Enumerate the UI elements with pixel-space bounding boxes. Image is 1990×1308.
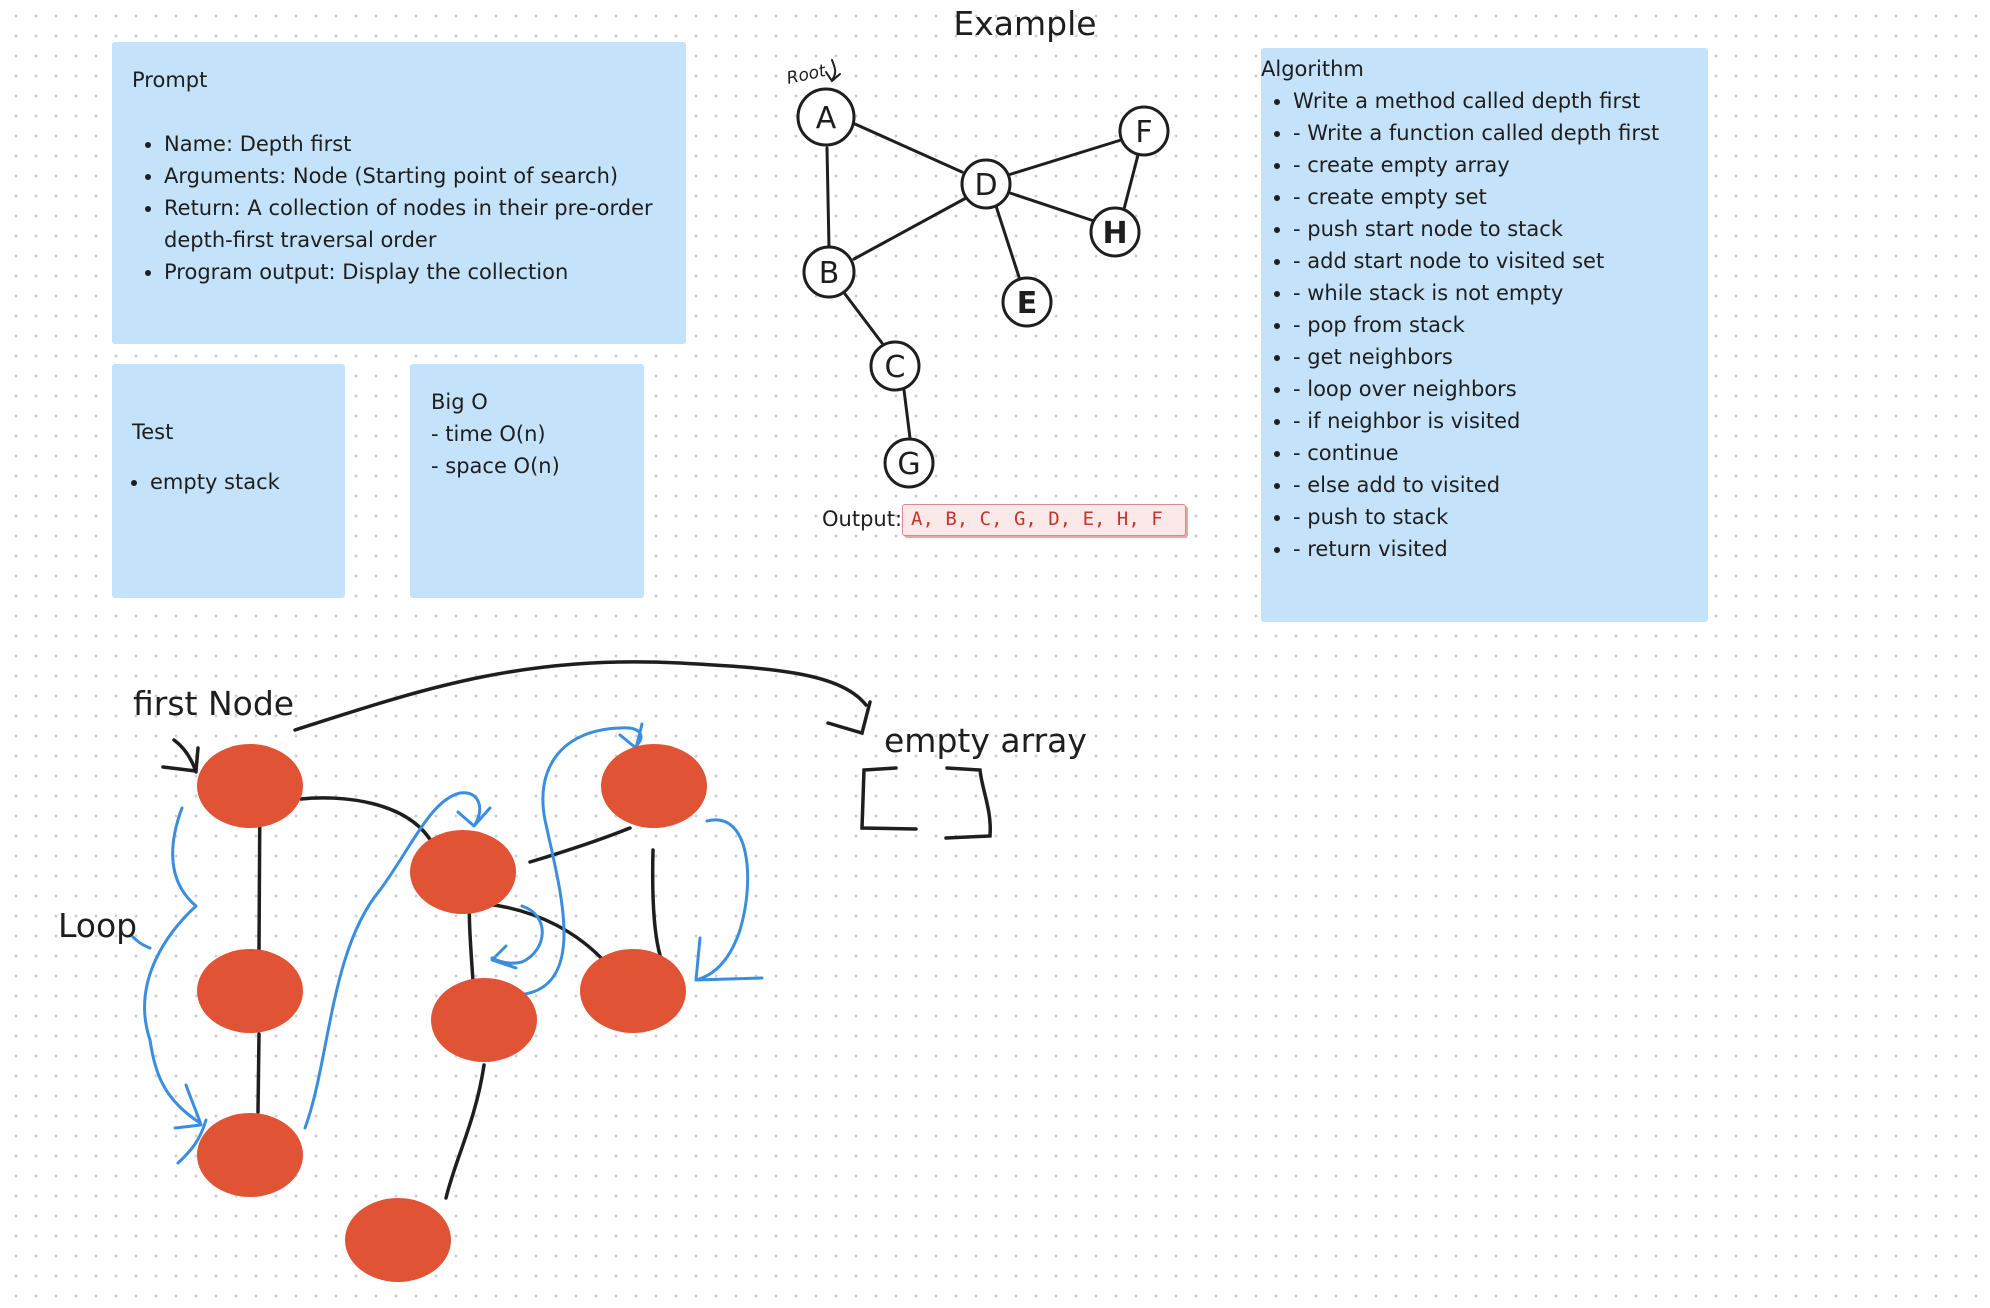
loop-arrow-to-node4 [303,791,492,1130]
graph-node-h-label: H [1102,216,1127,251]
graph-node-c [869,340,921,392]
edge-d-f [1006,138,1123,177]
graph-node-b-label: B [819,256,840,291]
big-o-space: - space O(n) [431,454,560,478]
loop-arrow-left [143,806,203,1130]
graph-node-g [883,437,935,489]
prompt-list: Name: Depth first Arguments: Node (Start… [132,128,666,288]
sketch-node [197,1113,303,1197]
big-o-time: - time O(n) [431,422,546,446]
root-label: Root [785,61,829,89]
loop-label[interactable]: Loop [58,906,138,945]
edge-a-d [853,122,964,174]
graph-node-b [802,245,856,299]
prompt-card[interactable]: Prompt Name: Depth first Arguments: Node… [112,42,686,344]
sketch-edge-4-5 [467,882,476,997]
prompt-item: Program output: Display the collection [164,256,666,288]
root-arrow [825,59,841,83]
graph-node-e [1001,276,1053,328]
sketch-nodes [197,744,707,1282]
prompt-item: Arguments: Node (Starting point of searc… [164,160,666,192]
graph-node-g-label: G [897,447,920,482]
algorithm-step: - create empty set [1293,181,1698,213]
algorithm-list: Write a method called depth first - Writ… [1261,85,1698,565]
edge-f-h [1122,153,1140,211]
sketch-edge-2-3 [256,1032,261,1114]
sketch-node [197,949,303,1033]
big-arrow-to-array [293,660,868,732]
algorithm-step: - pop from stack [1293,309,1698,341]
output-label: Output: [822,507,903,531]
graph-node-h [1089,206,1141,258]
prompt-item: Return: A collection of nodes in their p… [164,192,666,256]
big-o-heading: Big O [431,390,488,414]
edge-a-b [825,146,831,250]
algorithm-card[interactable]: Algorithm Write a method called depth fi… [1261,48,1708,622]
page-title: Example [953,4,1097,43]
graph-node-d-label: D [974,168,997,203]
edge-b-c [843,292,884,345]
loop-arrow-node4-down [490,904,544,970]
edge-b-d [852,196,968,261]
edge-d-e [994,204,1021,279]
sketch-edge-1-2 [257,778,262,952]
first-node-label[interactable]: first Node [133,684,295,723]
test-card[interactable]: Test empty stack [112,364,345,598]
sketch-edge-7-6 [650,848,662,957]
algorithm-step: - loop over neighbors [1293,373,1698,405]
array-bracket-left [860,766,918,831]
algorithm-heading: Algorithm [1261,57,1364,81]
edge-c-g [902,388,912,440]
graph-node-a-label: A [816,101,837,136]
big-arrow-head [826,700,872,736]
graph-node-e-label: E [1017,286,1038,321]
graph-node-f [1118,105,1170,157]
loop-arrow-to-node7 [515,722,644,997]
sketch-edge-4-6 [484,902,607,964]
sketch-node [345,1198,451,1282]
edge-d-h [1008,191,1096,223]
loop-arrow-right [694,818,764,982]
first-node-arrow [161,738,200,774]
algorithm-step: - return visited [1293,533,1698,565]
sketch-edge-5-8 [444,1063,486,1200]
algorithm-step: - push start node to stack [1293,213,1698,245]
algorithm-step: - create empty array [1293,149,1698,181]
test-list: empty stack [132,466,325,498]
algorithm-step: - push to stack [1293,501,1698,533]
algorithm-step: - add start node to visited set [1293,245,1698,277]
sketch-node [580,949,686,1033]
prompt-item: Name: Depth first [164,128,666,160]
graph-node-f-label: F [1135,115,1152,150]
big-o-card[interactable]: Big O - time O(n) - space O(n) [410,364,644,598]
sketch-node [197,744,303,828]
output-value[interactable]: A, B, C, G, D, E, H, F [902,504,1186,536]
algorithm-step: - while stack is not empty [1293,277,1698,309]
sketch-edge-4-7 [528,826,632,864]
empty-array-label[interactable]: empty array [884,721,1087,760]
test-heading: Test [132,420,174,444]
sketch-edge-1-4 [299,796,436,848]
algorithm-step: - continue [1293,437,1698,469]
graph-node-a [796,87,856,147]
sketch-node [431,978,537,1062]
algorithm-step: - get neighbors [1293,341,1698,373]
algorithm-step: - Write a function called depth first [1293,117,1698,149]
prompt-heading: Prompt [132,68,208,92]
sketch-node [410,830,516,914]
loop-arrow-bottom-left [176,1118,208,1165]
algorithm-step: - if neighbor is visited [1293,405,1698,437]
algorithm-step: - else add to visited [1293,469,1698,501]
graph-node-c-label: C [885,350,906,385]
sketch-node [601,744,707,828]
graph-node-d [960,158,1012,210]
algorithm-step: Write a method called depth first [1293,85,1698,117]
array-bracket-right [944,766,992,840]
test-item: empty stack [150,466,325,498]
